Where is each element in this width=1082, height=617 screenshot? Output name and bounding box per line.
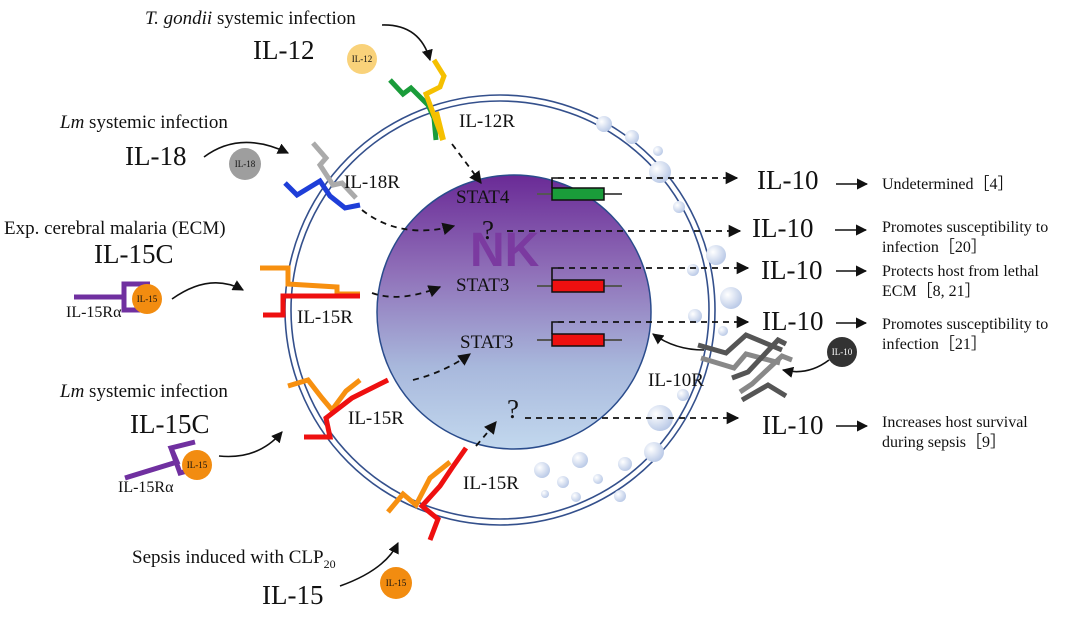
gene-stat3-2 xyxy=(537,321,622,347)
il15-ball-lm-label: IL-15 xyxy=(187,460,208,470)
il15ra-label-lm: IL-15Rα xyxy=(118,479,174,496)
il10-feedback-arrow xyxy=(781,359,830,378)
svg-text:Sepsis induced with CLP20: Sepsis induced with CLP20 xyxy=(132,547,336,571)
stat3-label-2: STAT3 xyxy=(460,332,513,353)
input-il18-context: systemic infection xyxy=(84,112,228,133)
il15r-label-1: IL-15R xyxy=(297,307,353,328)
output-5-line1: Increases host survival xyxy=(882,414,1028,431)
output-1-il10: IL-10 xyxy=(757,165,818,195)
stat4-label: STAT4 xyxy=(456,187,510,208)
output-2-il10: IL-10 xyxy=(752,213,813,243)
output-5-line2: during sepsis［9］ xyxy=(882,433,1006,451)
il15r-receptor-3 xyxy=(386,446,469,541)
svg-text:Lm systemic infection: Lm systemic infection xyxy=(59,112,228,133)
il15-ball-sepsis xyxy=(380,567,412,599)
output-3-il10: IL-10 xyxy=(761,255,822,285)
il18-ball xyxy=(229,148,261,180)
input-lm15-context: systemic infection xyxy=(84,381,228,402)
input-il18-cytokine: IL-18 xyxy=(125,141,186,171)
il12r-label: IL-12R xyxy=(459,111,515,132)
stat3-label-1: STAT3 xyxy=(456,275,509,296)
input-il15c-ecm: Exp. cerebral malaria (ECM) IL-15C IL-15… xyxy=(4,218,244,321)
svg-text:Lm systemic infection: Lm systemic infection xyxy=(59,381,228,402)
gene-stat3-1 xyxy=(537,267,622,293)
il15-ball-ecm-label: IL-15 xyxy=(137,294,158,304)
il12r-receptor xyxy=(388,58,447,141)
il15r-label-3: IL-15R xyxy=(463,473,519,494)
input-il12-context-italic: T. gondii xyxy=(145,8,212,29)
il18-ball-label: IL-18 xyxy=(235,159,256,169)
output-4-il10: IL-10 xyxy=(762,306,823,336)
il10-ball-label: IL-10 xyxy=(832,347,853,357)
input-il12: T. gondii systemic infection IL-12 IL-12 xyxy=(145,8,433,74)
output-4-line2: infection［21］ xyxy=(882,335,987,353)
il18r-receptor xyxy=(283,141,361,211)
signal-arrows xyxy=(361,143,750,447)
input-ecm-context: Exp. cerebral malaria (ECM) xyxy=(4,218,226,239)
input-lm15-context-italic: Lm xyxy=(59,381,84,402)
il15r-label-2: IL-15R xyxy=(348,408,404,429)
output-4-line1: Promotes susceptibility to xyxy=(882,316,1048,333)
il15ra-label-ecm: IL-15Rα xyxy=(66,304,122,321)
nucleus xyxy=(376,174,652,450)
il10-ball xyxy=(827,337,857,367)
output-1-line1: Undetermined［4］ xyxy=(882,175,1014,193)
il12-ball-label: IL-12 xyxy=(352,54,373,64)
input-il18: Lm systemic infection IL-18 IL-18 xyxy=(59,112,290,180)
output-5: IL-10 Increases host survival during sep… xyxy=(762,410,1028,451)
il12-ball xyxy=(347,44,377,74)
output-2: IL-10 Promotes susceptibility to infecti… xyxy=(752,213,1048,256)
il10r-signal-arrow xyxy=(652,333,705,351)
input-ecm-cytokine: IL-15C xyxy=(94,239,173,269)
output-3-line2: ECM［8, 21］ xyxy=(882,282,981,300)
il15-ball-sepsis-label: IL-15 xyxy=(386,578,407,588)
input-il12-context: systemic infection xyxy=(212,8,356,29)
input-lm15-cytokine: IL-15C xyxy=(130,409,209,439)
output-2-line2: infection［20］ xyxy=(882,238,987,256)
output-3: IL-10 Protects host from lethal ECM［8, 2… xyxy=(761,255,1039,300)
input-il15c-lm: Lm systemic infection IL-15C IL-15 IL-15… xyxy=(59,381,283,496)
vesicles xyxy=(534,116,742,502)
output-2-line1: Promotes susceptibility to xyxy=(882,219,1048,236)
question-node-1: ? xyxy=(482,215,494,245)
svg-text:T. gondii systemic infection: T. gondii systemic infection xyxy=(145,8,356,29)
il18r-label: IL-18R xyxy=(344,172,400,193)
il15-ball-lm xyxy=(182,450,212,480)
output-1: IL-10 Undetermined［4］ xyxy=(757,165,1014,195)
input-il12-cytokine: IL-12 xyxy=(253,35,314,65)
gene-stat4 xyxy=(537,177,622,201)
input-sepsis-cytokine: IL-15 xyxy=(262,580,323,610)
il15r-receptor-2 xyxy=(287,377,390,440)
input-sepsis-sub: 20 xyxy=(324,557,336,571)
il15r-receptor-1 xyxy=(260,265,360,318)
input-sepsis-context: Sepsis induced with CLP xyxy=(132,547,324,568)
il10r-receptor xyxy=(697,332,793,403)
output-3-line1: Protects host from lethal xyxy=(882,263,1039,280)
input-il15-sepsis: Sepsis induced with CLP20 IL-15 IL-15 xyxy=(132,541,412,610)
output-4: IL-10 Promotes susceptibility to infecti… xyxy=(762,306,1048,353)
question-node-2: ? xyxy=(507,394,519,424)
il10r-label: IL-10R xyxy=(648,370,704,391)
il15-ball-ecm xyxy=(132,284,162,314)
nk-label: NK xyxy=(470,224,540,277)
output-5-il10: IL-10 xyxy=(762,410,823,440)
input-il18-context-italic: Lm xyxy=(59,112,84,133)
